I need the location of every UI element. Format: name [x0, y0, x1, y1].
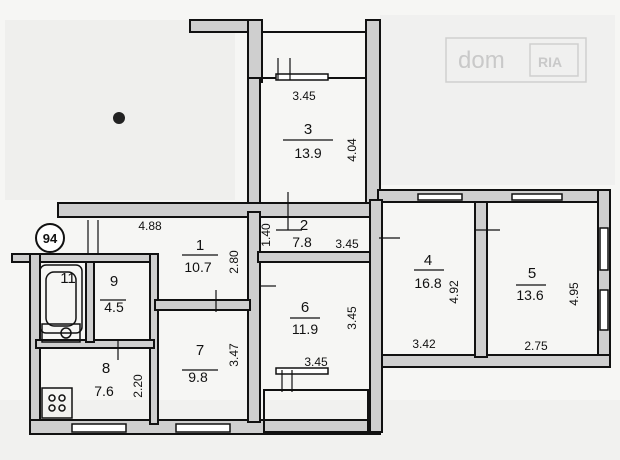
room-2-area: 7.8 [292, 234, 312, 250]
room-4-area: 16.8 [414, 275, 441, 291]
dim-room1-depth: 2.80 [227, 250, 241, 274]
dim-balcony-top-width: 3.45 [292, 89, 316, 103]
room-3-number: 3 [304, 121, 312, 138]
watermark-brand: dom [458, 47, 505, 74]
lower-balcony [263, 389, 369, 433]
watermark: dom RIA [445, 37, 587, 83]
room-7-number: 7 [196, 342, 204, 359]
stove-icon [41, 387, 73, 419]
room-3-area: 13.9 [294, 145, 321, 161]
sink-icon [41, 323, 81, 343]
apartment-number: 94 [43, 231, 58, 246]
room-8-area: 7.6 [94, 383, 114, 399]
dim-room4-width: 3.42 [412, 337, 436, 351]
room-6-number: 6 [301, 299, 309, 316]
ink-blot [113, 112, 125, 124]
room-1-area: 10.7 [184, 259, 211, 275]
room-1-number: 1 [196, 237, 204, 254]
apartment-number-badge: 94 [35, 223, 65, 253]
room-9-area: 4.5 [104, 299, 124, 315]
watermark-badge: RIA [538, 54, 562, 70]
room-5-number: 5 [528, 265, 536, 282]
dim-room6-width: 3.45 [304, 355, 328, 369]
room-8-number: 8 [102, 360, 110, 377]
dim-room4-height: 4.92 [447, 280, 461, 304]
room-5-area: 13.6 [516, 287, 543, 303]
dim-room5-height: 4.95 [567, 282, 581, 306]
dim-room6-height: 3.45 [345, 306, 359, 330]
room-2-number: 2 [300, 217, 308, 234]
dimension-lines [87, 58, 546, 392]
dim-room7-height: 3.47 [227, 343, 241, 367]
dim-room2-width: 1.40 [259, 223, 273, 247]
room-4-number: 4 [424, 252, 432, 269]
room-labels: 3 13.9 2 7.8 1 10.7 4 16.8 5 13.6 6 11.9… [60, 121, 544, 399]
dim-room3-height: 4.04 [345, 138, 359, 162]
dim-room5-width: 2.75 [524, 339, 548, 353]
windows [71, 73, 609, 433]
dimension-labels: 3.45 4.04 4.88 1.40 3.45 2.80 4.92 3.42 … [131, 89, 581, 398]
dim-corridor-length: 4.88 [138, 219, 162, 233]
room-6-area: 11.9 [292, 321, 318, 337]
dim-room2-length: 3.45 [335, 237, 359, 251]
dim-room8-height: 2.20 [131, 374, 145, 398]
room-7-area: 9.8 [188, 369, 208, 385]
room-9-number: 9 [110, 273, 118, 290]
room-11-number: 11 [60, 270, 76, 287]
